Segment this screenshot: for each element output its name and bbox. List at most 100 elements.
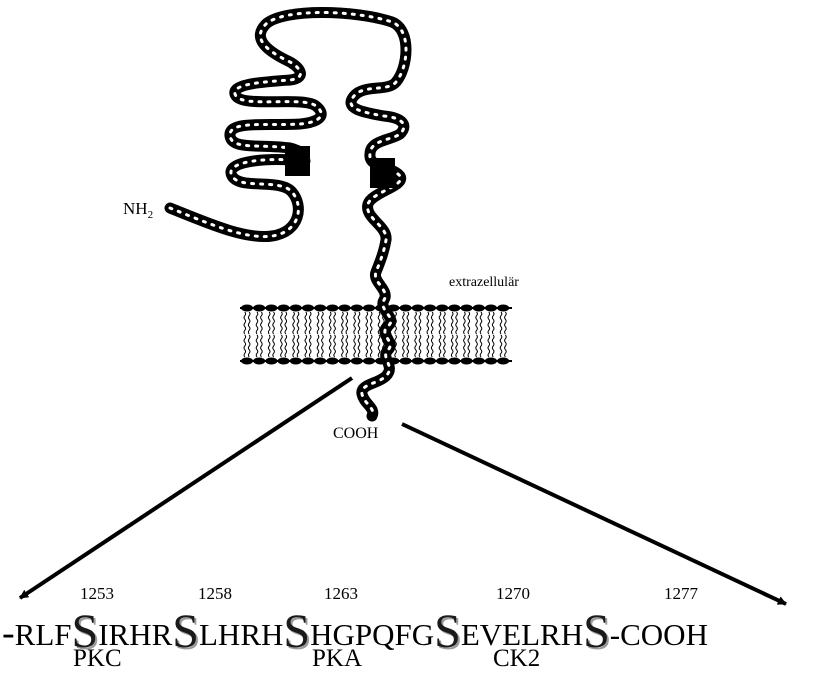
kinase-label: PKA: [312, 645, 362, 673]
lipid-tail: [268, 335, 270, 357]
lipid-head: [265, 305, 277, 312]
position-label: 1263: [324, 584, 358, 604]
lipid-tail: [354, 312, 356, 334]
lipid-tail: [366, 312, 368, 334]
lipid-head: [326, 358, 338, 365]
lipid-head: [497, 358, 509, 365]
lipid-head: [241, 358, 253, 365]
lipid-head: [351, 358, 363, 365]
lipid-head: [241, 305, 253, 312]
lipid-head: [497, 305, 509, 312]
lipid-tail: [480, 312, 482, 334]
lipid-tail: [285, 312, 287, 334]
lipid-tail: [322, 335, 324, 357]
lipid-tail: [317, 335, 319, 357]
phospho-serine: S: [172, 605, 199, 658]
lipid-head: [436, 305, 448, 312]
lipid-tail: [464, 335, 466, 357]
lipid-head: [400, 305, 412, 312]
lipid-tail: [358, 335, 360, 357]
lipid-tail: [297, 335, 299, 357]
lipid-tail: [309, 335, 311, 357]
pore-block-left: [285, 146, 310, 176]
lipid-tail: [244, 312, 246, 334]
lipid-tail: [297, 312, 299, 334]
lipid-tail: [342, 312, 344, 334]
lipid-tail: [439, 312, 441, 334]
lipid-head: [461, 305, 473, 312]
lipid-head: [485, 358, 497, 365]
lipid-head: [290, 305, 302, 312]
lipid-head: [302, 358, 314, 365]
lipid-tail: [403, 312, 405, 334]
lipid-tail: [334, 335, 336, 357]
lipid-head: [461, 358, 473, 365]
lipid-head: [412, 358, 424, 365]
lipid-tail: [256, 312, 258, 334]
lipid-head: [473, 358, 485, 365]
lipid-head: [253, 305, 265, 312]
lipid-tail: [256, 335, 258, 357]
lipid-tail: [444, 312, 446, 334]
lipid-head: [351, 305, 363, 312]
extracellular-label: extrazellulär: [449, 276, 519, 290]
lipid-tail: [281, 312, 283, 334]
lipid-tail: [451, 312, 453, 334]
lipid-tail: [431, 335, 433, 357]
lipid-tail: [285, 335, 287, 357]
kinase-label: CK2: [493, 645, 540, 673]
lipid-tail: [492, 312, 494, 334]
lipid-tail: [261, 312, 263, 334]
lipid-tail: [334, 312, 336, 334]
sequence-segment: RLF: [15, 617, 72, 652]
lipid-tail: [268, 312, 270, 334]
lipid-head: [436, 358, 448, 365]
lipid-tail: [407, 335, 409, 357]
lipid-tail: [476, 312, 478, 334]
lipid-head: [302, 305, 314, 312]
lipid-tail: [346, 312, 348, 334]
n-terminus-label: NH2: [123, 200, 153, 221]
lipid-tail: [468, 335, 470, 357]
lipid-head: [290, 358, 302, 365]
lipid-head: [265, 358, 277, 365]
lipid-tail: [309, 312, 311, 334]
lipid-head: [400, 358, 412, 365]
lipid-bilayer: [240, 305, 512, 365]
lipid-tail: [329, 335, 331, 357]
position-label: 1253: [80, 584, 114, 604]
lipid-tail: [305, 335, 307, 357]
lipid-head: [412, 305, 424, 312]
c-terminus-label: COOH: [333, 426, 378, 442]
lipid-tail: [468, 312, 470, 334]
lipid-tail: [419, 312, 421, 334]
lipid-head: [339, 305, 351, 312]
lipid-tail: [346, 335, 348, 357]
lipid-tail: [358, 312, 360, 334]
lipid-head: [485, 305, 497, 312]
arrow-left: [20, 378, 352, 598]
lipid-tail: [329, 312, 331, 334]
position-label: 1258: [198, 584, 232, 604]
lipid-tail: [378, 335, 380, 357]
kinase-label: PKC: [73, 645, 122, 673]
position-label: 1270: [496, 584, 530, 604]
lipid-tail: [354, 335, 356, 357]
lipid-tail: [480, 335, 482, 357]
lipid-tail: [505, 335, 507, 357]
lipid-head: [278, 358, 290, 365]
sequence-lead: -: [2, 612, 15, 654]
phospho-serine: S: [283, 605, 310, 658]
lipid-tail: [505, 312, 507, 334]
lipid-tail: [492, 335, 494, 357]
lipid-tail: [407, 312, 409, 334]
lipid-tail: [261, 335, 263, 357]
lipid-tail: [370, 335, 372, 357]
arrow-right: [402, 424, 786, 604]
lipid-tail: [488, 335, 490, 357]
lipid-head: [424, 305, 436, 312]
lipid-head: [473, 305, 485, 312]
lipid-head: [339, 358, 351, 365]
lipid-tail: [488, 312, 490, 334]
